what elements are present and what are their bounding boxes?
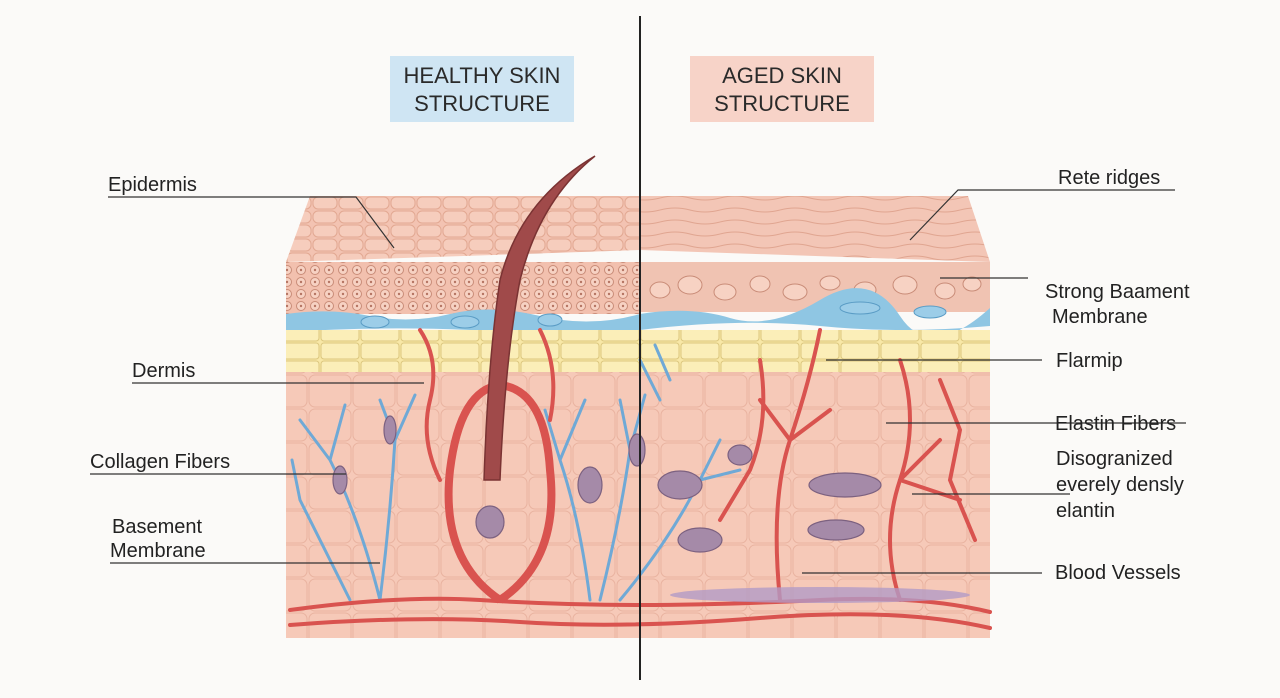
healthy-skin-title: HEALTHY SKIN STRUCTURE [390, 56, 574, 122]
label-basement-line-1: Basement [112, 516, 203, 538]
blood-vessels [288, 328, 992, 630]
dermal-cells [332, 415, 882, 553]
aged-title-line-1: AGED SKIN [722, 63, 842, 88]
label-flarmip: Flarmip [1056, 350, 1123, 372]
aged-title-line-2: STRUCTURE [714, 91, 850, 116]
fat-layer [286, 330, 990, 372]
healthy-title-line-1: HEALTHY SKIN [403, 63, 561, 88]
label-dermis: Dermis [132, 360, 196, 382]
label-disorganized-line-1: Disogranized [1056, 448, 1173, 470]
hair-shaft [483, 155, 596, 481]
label-elastin-fibers: Elastin Fibers [1055, 413, 1177, 435]
aged-skin-title: AGED SKIN STRUCTURE [690, 56, 874, 122]
label-strong-line-1: Strong Baament [1045, 281, 1190, 303]
healthy-title-line-2: STRUCTURE [414, 91, 550, 116]
label-epidermis: Epidermis [108, 174, 197, 196]
label-disorganized-line-3: elantin [1056, 500, 1115, 522]
label-disorganized-line-2: everely densly [1056, 474, 1184, 496]
label-collagen-fibers: Collagen Fibers [90, 451, 231, 473]
block-top-surface [286, 196, 990, 262]
basement-membrane-layer [286, 288, 990, 338]
label-rete-ridges: Rete ridges [1058, 167, 1161, 189]
label-blood-vessels: Blood Vessels [1055, 562, 1181, 584]
label-basement-line-2: Membrane [110, 540, 206, 562]
elastin-band [670, 587, 970, 603]
leader-lines [90, 189, 1186, 574]
label-strong-line-2: Membrane [1052, 306, 1148, 328]
